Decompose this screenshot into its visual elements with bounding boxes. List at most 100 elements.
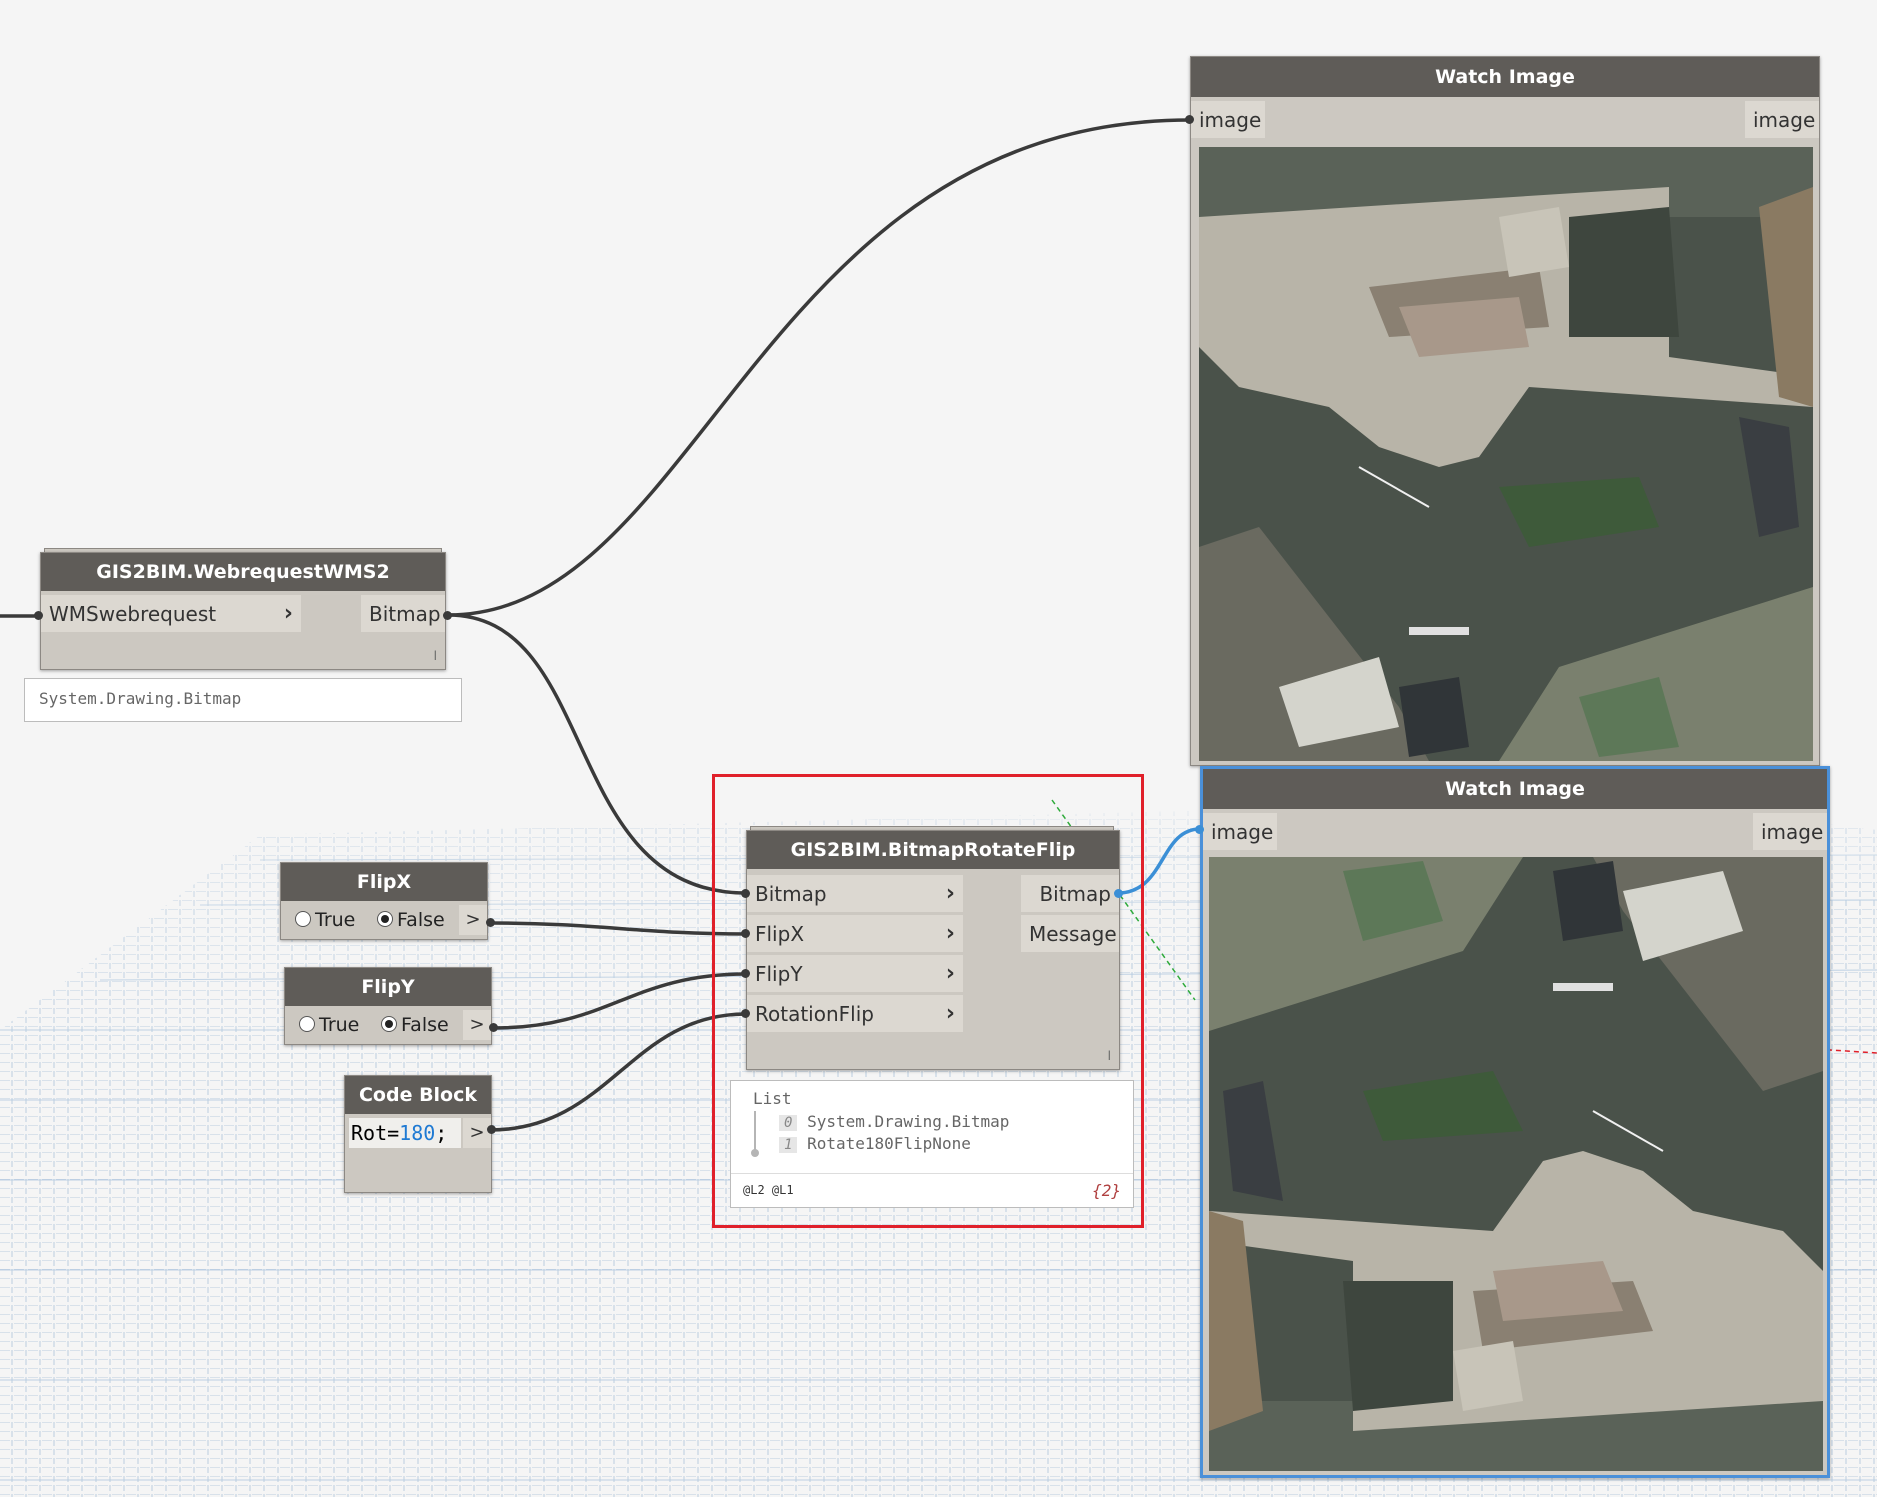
list-index: 0: [779, 1115, 798, 1131]
code-number: 180: [399, 1121, 436, 1145]
output-port-image[interactable]: image: [1745, 101, 1819, 139]
node-title: Code Block: [345, 1076, 491, 1114]
port-label: image: [1753, 108, 1816, 132]
lacing-icon[interactable]: l: [433, 649, 437, 663]
node-flipx[interactable]: FlipX True False >: [280, 862, 488, 940]
chevron-right-icon: ›: [945, 961, 955, 986]
input-connector-dot[interactable]: [741, 889, 750, 898]
wire-wms-to-rotate-bitmap[interactable]: [447, 613, 747, 895]
input-connector-dot[interactable]: [34, 611, 43, 620]
node-preview-bubble: System.Drawing.Bitmap: [24, 678, 462, 722]
port-label: Message: [1029, 922, 1117, 946]
lacing-icon[interactable]: l: [1107, 1049, 1111, 1063]
radio-true[interactable]: True: [295, 905, 355, 935]
preview-divider: [731, 1173, 1133, 1174]
port-label: Bitmap: [369, 602, 441, 626]
input-port-flipy[interactable]: FlipY ›: [747, 955, 963, 993]
radio-selected-icon: [377, 911, 393, 927]
list-tree-end-icon: [751, 1149, 759, 1157]
port-label: image: [1761, 820, 1824, 844]
list-count: {2}: [1092, 1181, 1121, 1200]
chevron-right-icon: ›: [945, 921, 955, 946]
node-title: Watch Image: [1191, 57, 1819, 97]
output-port-bitmap[interactable]: Bitmap: [361, 595, 445, 633]
output-connector-dot[interactable]: [443, 611, 452, 620]
wire-flipy-to-rotate[interactable]: [492, 972, 747, 1030]
chevron-right-icon: ›: [945, 1001, 955, 1026]
output-connector-dot[interactable]: [489, 1023, 498, 1032]
code-text: Rot=: [351, 1121, 400, 1145]
input-connector-dot[interactable]: [741, 1009, 750, 1018]
port-label: Bitmap: [1039, 882, 1111, 906]
output-connector-dot[interactable]: [486, 918, 495, 927]
list-value: System.Drawing.Bitmap: [807, 1112, 1010, 1131]
node-preview-bubble: List 0 System.Drawing.Bitmap 1 Rotate180…: [730, 1080, 1134, 1208]
node-watch-image-1[interactable]: Watch Image image image: [1190, 56, 1820, 766]
input-port-rotationflip[interactable]: RotationFlip ›: [747, 995, 963, 1033]
radio-icon: [295, 911, 311, 927]
list-item: 0 System.Drawing.Bitmap: [779, 1112, 1009, 1131]
port-label: Bitmap: [755, 882, 827, 906]
node-title: GIS2BIM.WebrequestWMS2: [41, 553, 445, 591]
wire-codeblock-to-rotate[interactable]: [489, 1012, 747, 1132]
aerial-image-rotated: [1209, 857, 1823, 1471]
selection-rectangle: [712, 774, 1144, 1228]
node-title: GIS2BIM.BitmapRotateFlip: [747, 831, 1119, 869]
input-connector-dot[interactable]: [1195, 825, 1204, 834]
radio-true[interactable]: True: [299, 1010, 359, 1040]
port-label: RotationFlip: [755, 1002, 874, 1026]
code-editor[interactable]: Rot=180;: [349, 1118, 461, 1148]
input-connector-dot[interactable]: [741, 929, 750, 938]
list-index: 1: [779, 1137, 798, 1153]
port-label: FlipX: [755, 922, 805, 946]
watch-image-display: [1199, 147, 1813, 761]
node-bitmaprotateflip[interactable]: GIS2BIM.BitmapRotateFlip Bitmap› FlipX› …: [746, 830, 1120, 1070]
wire-flipx-to-rotate[interactable]: [489, 921, 747, 936]
port-label: image: [1199, 108, 1262, 132]
node-title: Watch Image: [1203, 769, 1827, 809]
node-watch-image-2[interactable]: Watch Image image image: [1200, 766, 1830, 1478]
output-port-bitmap[interactable]: Bitmap: [1021, 875, 1119, 913]
node-code-block[interactable]: Code Block Rot=180; >: [344, 1075, 492, 1193]
radio-selected-icon: [381, 1016, 397, 1032]
watch-image-display: [1209, 857, 1823, 1471]
chevron-right-icon: ›: [283, 601, 293, 626]
port-label: image: [1211, 820, 1274, 844]
input-port-bitmap[interactable]: Bitmap ›: [747, 875, 963, 913]
output-port[interactable]: >: [463, 1010, 491, 1040]
input-port-image[interactable]: image: [1203, 813, 1277, 851]
output-connector-dot[interactable]: [1114, 889, 1123, 898]
radio-icon: [299, 1016, 315, 1032]
node-flipy[interactable]: FlipY True False >: [284, 967, 492, 1045]
input-connector-dot[interactable]: [1185, 115, 1194, 124]
input-port-image[interactable]: image: [1191, 101, 1265, 139]
input-port-wmswebrequest[interactable]: WMSwebrequest ›: [41, 595, 301, 633]
list-levels: @L2 @L1: [743, 1183, 794, 1197]
port-label: FlipY: [755, 962, 803, 986]
preview-value: System.Drawing.Bitmap: [39, 689, 242, 708]
output-connector-dot[interactable]: [487, 1125, 496, 1134]
list-value: Rotate180FlipNone: [807, 1134, 971, 1153]
list-item: 1 Rotate180FlipNone: [779, 1134, 971, 1153]
node-webrequestwms2[interactable]: GIS2BIM.WebrequestWMS2 WMSwebrequest › B…: [40, 552, 446, 670]
node-title: FlipX: [281, 863, 487, 901]
wire-wms-to-watch1[interactable]: [447, 118, 1191, 617]
code-text: ;: [435, 1121, 448, 1145]
radio-false[interactable]: False: [381, 1010, 449, 1040]
list-tree-line: [754, 1111, 756, 1153]
output-port[interactable]: >: [463, 1118, 491, 1148]
wire-rotate-to-watch2[interactable]: [1117, 827, 1201, 895]
port-label: WMSwebrequest: [49, 602, 217, 626]
output-port[interactable]: >: [459, 905, 487, 935]
aerial-image: [1199, 147, 1813, 761]
input-connector-dot[interactable]: [741, 969, 750, 978]
chevron-right-icon: ›: [945, 881, 955, 906]
preview-list-header: List: [753, 1089, 792, 1108]
output-port-message[interactable]: Message: [1021, 915, 1119, 953]
input-port-flipx[interactable]: FlipX ›: [747, 915, 963, 953]
node-title: FlipY: [285, 968, 491, 1006]
output-port-image[interactable]: image: [1753, 813, 1827, 851]
radio-false[interactable]: False: [377, 905, 445, 935]
